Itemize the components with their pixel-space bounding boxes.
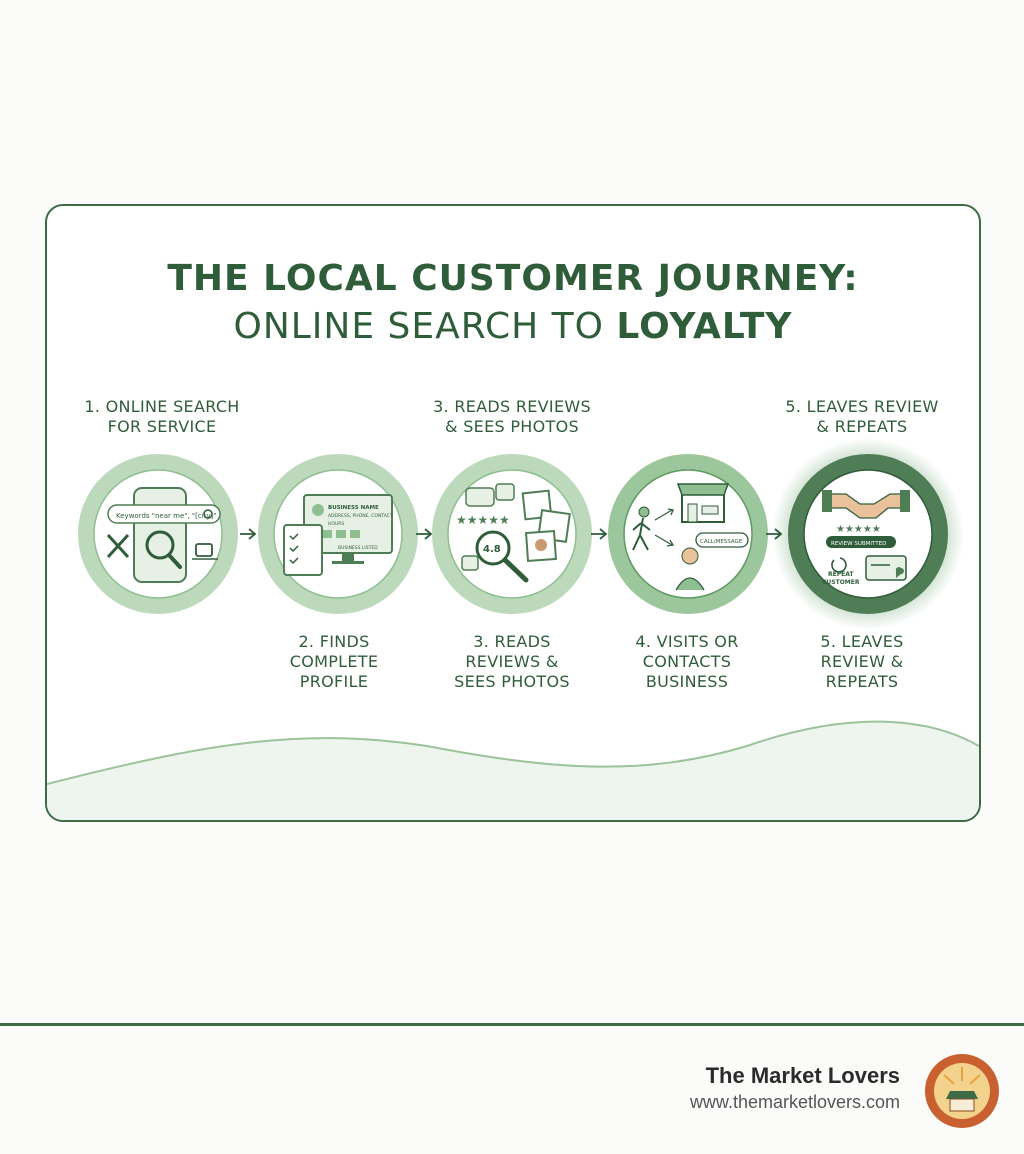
- call-message-text: CALL/MESSAGE: [700, 539, 743, 545]
- step-4-node: CALL/MESSAGE: [608, 454, 768, 614]
- label-line: 5. LEAVES REVIEW: [785, 397, 939, 416]
- stars-icon: ★★★★★: [456, 513, 510, 527]
- label-line: BUSINESS: [645, 672, 729, 691]
- label-line: SEES PHOTOS: [454, 672, 570, 691]
- label-line: CONTACTS: [642, 652, 732, 671]
- step-5-bottom-label: 5. LEAVES REVIEW & REPEATS: [782, 632, 942, 692]
- decorative-wave: [47, 720, 979, 820]
- step-3-bottom-label: 3. READS REVIEWS & SEES PHOTOS: [432, 632, 592, 692]
- review-submitted-badge: REVIEW SUBMITTED: [826, 536, 896, 548]
- step-2-bottom-label: 2. FINDS COMPLETE PROFILE: [254, 632, 414, 692]
- monitor-profile-icon: BUSINESS NAME ADDRESS, PHONE, CONTACT HO…: [303, 494, 393, 564]
- step-5-top-label: 5. LEAVES REVIEW & REPEATS: [762, 397, 962, 437]
- phone-search-icon: Keywords "near me", "[city]": [107, 487, 221, 583]
- business-hours-text: HOURS: [328, 521, 344, 527]
- step-1-top-label: 1. ONLINE SEARCH FOR SERVICE: [62, 397, 262, 437]
- arrow-icon: [416, 528, 433, 540]
- label-line: 2. FINDS: [298, 632, 370, 651]
- business-lines-text: ADDRESS, PHONE, CONTACT: [328, 513, 393, 519]
- review-submitted-text: REVIEW SUBMITTED: [831, 541, 886, 547]
- label-line: PROFILE: [299, 672, 369, 691]
- repeat-customer-text-1: REPEAT: [828, 571, 854, 578]
- repeat-customer-icon: REPEAT CUSTOMER: [822, 557, 860, 586]
- title-line-2-bold: LOYALTY: [616, 306, 793, 347]
- clipboard-checklist-icon: [283, 524, 323, 576]
- step-3-node: ★★★★★ 4.8: [432, 454, 592, 614]
- business-name-text: BUSINESS NAME: [328, 505, 379, 511]
- title-line-2: ONLINE SEARCH TO LOYALTY: [47, 306, 979, 347]
- label-line: & REPEATS: [816, 417, 908, 436]
- stars-icon: ★★★★★: [836, 524, 881, 535]
- step-4-bottom-label: 4. VISITS OR CONTACTS BUSINESS: [607, 632, 767, 692]
- coffee-cup-icon: [192, 543, 218, 560]
- label-line: FOR SERVICE: [107, 417, 217, 436]
- storefront-icon: [676, 483, 730, 523]
- footer-divider: [0, 1023, 1024, 1026]
- label-line: 4. VISITS OR: [635, 632, 739, 651]
- step-2-node: BUSINESS NAME ADDRESS, PHONE, CONTACT HO…: [258, 454, 418, 614]
- step-3-top-label: 3. READS REVIEWS & SEES PHOTOS: [412, 397, 612, 437]
- label-line: 3. READS: [473, 632, 551, 651]
- search-bar-text: Keywords "near me", "[city]": [116, 512, 217, 520]
- label-line: REVIEWS &: [465, 652, 559, 671]
- label-line: 3. READS REVIEWS: [433, 397, 591, 416]
- step-1-node: Keywords "near me", "[city]": [78, 454, 238, 614]
- arrow-icon: [240, 528, 257, 540]
- label-line: COMPLETE: [289, 652, 379, 671]
- arrow-icon: [766, 528, 783, 540]
- walking-person-icon: [632, 506, 675, 551]
- market-lovers-logo-icon: [925, 1054, 999, 1128]
- label-line: REPEATS: [825, 672, 899, 691]
- title-line-1: THE LOCAL CUSTOMER JOURNEY:: [167, 258, 859, 299]
- label-line: & SEES PHOTOS: [445, 417, 579, 436]
- tools-icon: [106, 533, 130, 559]
- reviews-magnifier-icon: ★★★★★ 4.8: [456, 483, 529, 583]
- arrow-icon: [591, 528, 608, 540]
- title-line-2-plain: ONLINE SEARCH TO: [233, 306, 617, 347]
- label-line: 1. ONLINE SEARCH: [84, 397, 240, 416]
- handshake-icon: [822, 490, 910, 519]
- loyalty-card-icon: [865, 555, 907, 581]
- brand-name: The Market Lovers: [705, 1063, 900, 1088]
- brand-block: The Market Lovers www.themarketlovers.co…: [690, 1062, 900, 1114]
- photos-icon: [521, 489, 571, 563]
- business-listed-text: BUSINESS LISTED: [338, 545, 378, 551]
- label-line: REVIEW &: [820, 652, 904, 671]
- label-line: 5. LEAVES: [820, 632, 904, 651]
- rating-text: 4.8: [483, 544, 501, 555]
- brand-url[interactable]: www.themarketlovers.com: [689, 1092, 900, 1112]
- repeat-customer-text-2: CUSTOMER: [822, 579, 860, 586]
- step-5-node: ★★★★★ REVIEW SUBMITTED REPEAT CUSTOMER: [788, 454, 948, 614]
- call-message-icon: CALL/MESSAGE: [675, 532, 749, 591]
